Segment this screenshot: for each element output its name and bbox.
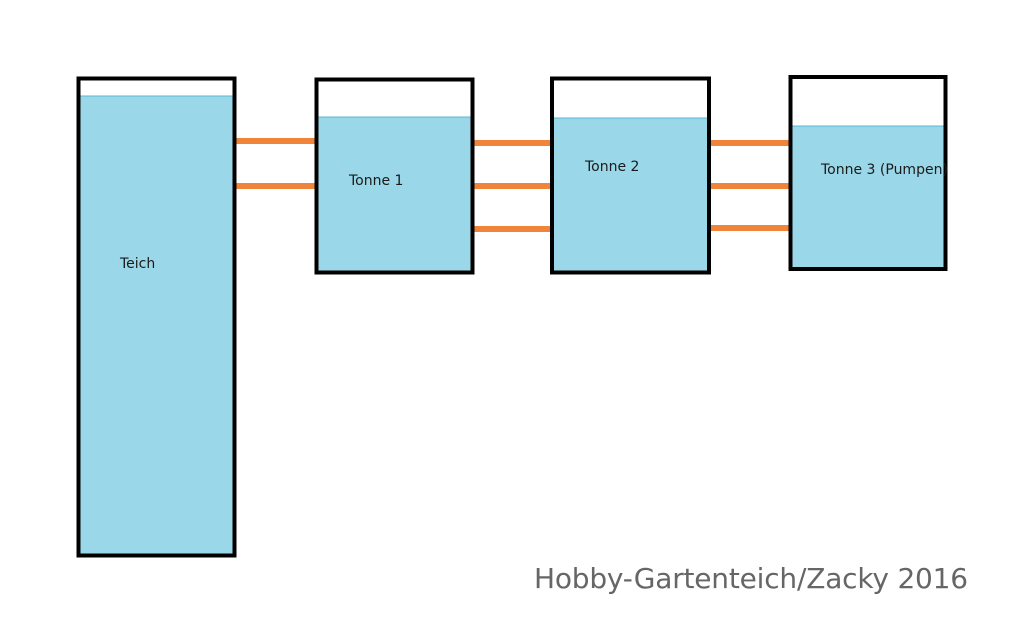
tank-outline: [550, 76, 711, 275]
water-fill: [553, 118, 709, 271]
tank-label: Tonne 2: [584, 159, 639, 175]
tank-label: Tonne 3 (Pumpen): [820, 162, 948, 178]
tank-outline: [788, 75, 948, 271]
water-fill: [317, 117, 472, 271]
water-fill: [79, 96, 234, 555]
tank-outline: [76, 76, 237, 558]
pipes-tonne1-tonne2: [471, 140, 552, 232]
tank-teich: Teich: [76, 76, 237, 558]
watermark: Hobby-Gartenteich/Zacky 2016: [534, 562, 968, 595]
tank-tonne2: Tonne 2: [550, 76, 711, 275]
tank-tonne1: Tonne 1: [314, 77, 475, 275]
tank-tonne3: Tonne 3 (Pumpen): [788, 75, 948, 271]
tank-outline: [314, 77, 475, 275]
tank-label: Teich: [119, 256, 155, 272]
pipes-tonne2-tonne3: [709, 140, 790, 231]
water-fill: [791, 126, 945, 268]
tank-label: Tonne 1: [348, 173, 403, 189]
pipes-teich-tonne1: [234, 138, 316, 189]
